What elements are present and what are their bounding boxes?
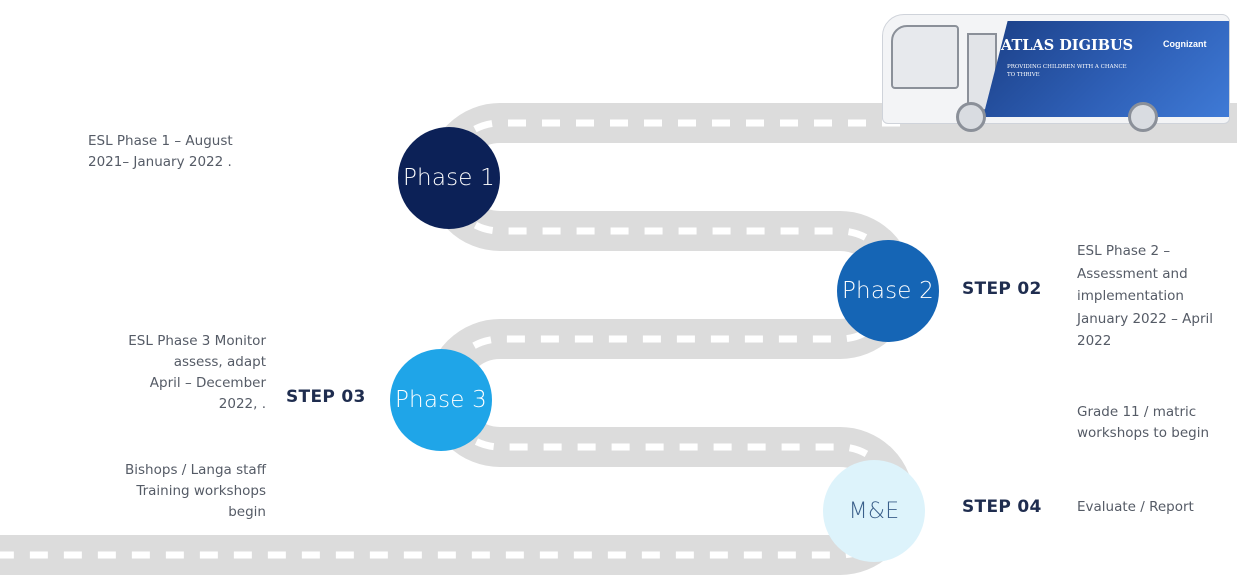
phase-2-circle: Phase 2 — [837, 240, 939, 342]
text-line: workshops to begin — [1077, 425, 1210, 441]
evaluate-description: Evaluate / Report — [1077, 499, 1194, 515]
text-line: begin — [228, 504, 266, 520]
bus-title: ATLAS DIGIBUS — [1001, 37, 1134, 54]
phase-1-description: ESL Phase 1 – August 2021– January 2022 … — [88, 131, 233, 173]
text-line: ESL Phase 1 – August — [88, 133, 233, 149]
text-line: Training workshops — [136, 483, 266, 499]
phase-3-label: Phase 3 — [394, 387, 488, 413]
bus-livery — [983, 21, 1229, 117]
bus-body: ATLAS DIGIBUS PROVIDING CHILDREN WITH A … — [882, 14, 1230, 124]
step-03-label: STEP 03 — [286, 387, 366, 407]
step-04-label: STEP 04 — [962, 497, 1042, 517]
phase-2-description: ESL Phase 2 – Assessment and implementat… — [1077, 240, 1213, 353]
me-circle: M&E — [823, 460, 925, 562]
bus-rear-wheel — [1128, 102, 1158, 132]
text-line: Assessment and — [1077, 265, 1188, 282]
text-line: 2022, . — [218, 396, 266, 412]
bus-tagline: PROVIDING CHILDREN WITH A CHANCE TO THRI… — [1007, 64, 1127, 78]
text-line: April – December — [149, 375, 266, 391]
text-line: Grade 11 / matric — [1077, 404, 1197, 420]
grade-11-description: Grade 11 / matric workshops to begin — [1077, 402, 1209, 444]
text-line: assess, adapt — [173, 354, 266, 370]
phase-1-circle: Phase 1 — [398, 127, 500, 229]
text-line: ESL Phase 3 Monitor — [128, 333, 266, 349]
text-line: implementation — [1077, 288, 1184, 304]
bus-brand-logo: Cognizant — [1163, 39, 1207, 49]
phase-1-label: Phase 1 — [402, 165, 496, 191]
step-02-label: STEP 02 — [962, 279, 1042, 299]
digibus-image: ATLAS DIGIBUS PROVIDING CHILDREN WITH A … — [882, 14, 1230, 134]
bus-windshield — [891, 25, 959, 89]
phase-3-description: ESL Phase 3 Monitor assess, adapt April … — [80, 331, 266, 415]
bishops-description: Bishops / Langa staff Training workshops… — [80, 460, 266, 523]
text-line: 2021– January 2022 . — [88, 154, 232, 170]
text-line: 2022 — [1077, 333, 1112, 349]
phase-3-circle: Phase 3 — [390, 349, 492, 451]
phase-2-label: Phase 2 — [841, 278, 935, 304]
me-label: M&E — [848, 498, 900, 524]
text-line: ESL Phase 2 – — [1077, 243, 1171, 259]
text-line: January 2022 – April — [1077, 310, 1214, 327]
bus-front-wheel — [956, 102, 986, 132]
text-line: Bishops / Langa staff — [125, 462, 266, 478]
